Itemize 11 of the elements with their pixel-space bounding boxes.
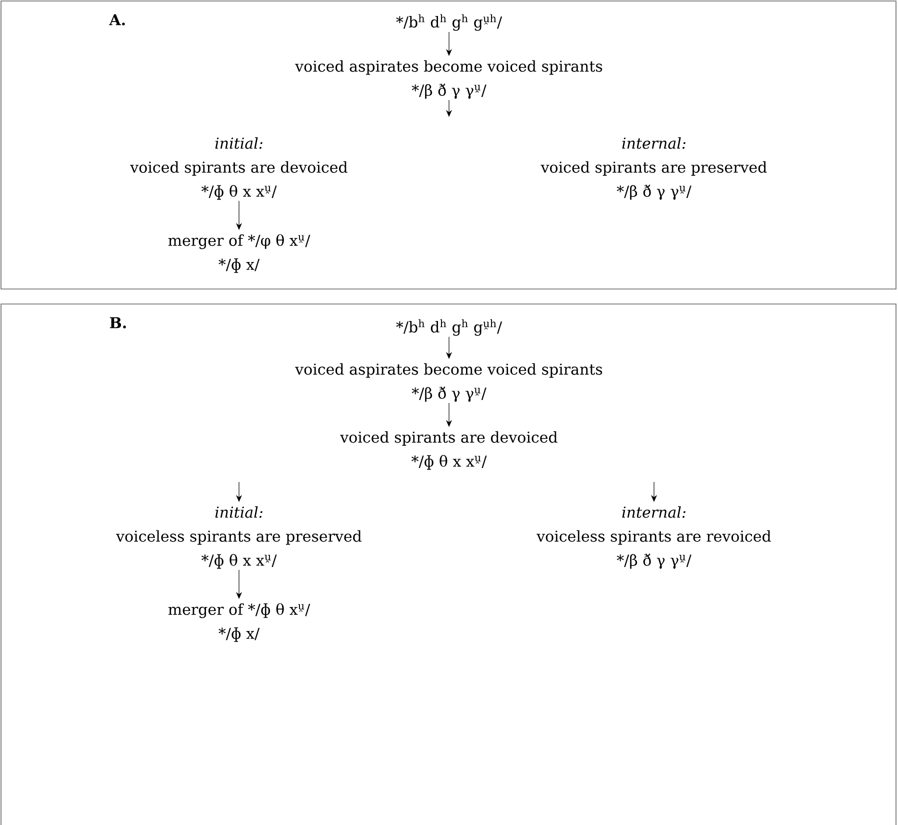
branch-text: internal: voiceless spirants are revoiced */β ð̌ γ γ$^{u̯}$/ [536, 506, 771, 569]
branch-text: initial: voiced spirants are devoiced */ɸ θ x x$^{u̯}$/ [130, 137, 348, 200]
sound-change-text: voiced aspirates become voiced spirants */β ð̌ γ γ$^{u̯}$/ [295, 363, 602, 402]
sound-change-text: merger of */φ θ x$^{u̯}$/ */ɸ x/ [168, 234, 310, 273]
branch-text: internal: voiced spirants are preserved */β ð̌ γ γ$^{u̯}$/ [540, 137, 767, 200]
sound-change-text: voiced aspirates become voiced spirants */β ð̌ γ γ$^{u̯}$/ [295, 60, 602, 99]
branch-text: initial: voiceless spirants are preserved */ɸ θ x x$^{u̯}$/ [116, 506, 362, 569]
sound-change-text: voiced spirants are devoiced */ɸ θ x x$^{u̯}$/ [340, 431, 558, 470]
phoneme-formula: */b$^{h}$ d$^{h}$ g$^{h}$ g$^{u̯h}$/ [396, 14, 502, 31]
phoneme-formula: */b$^{h}$ d$^{h}$ g$^{h}$ g$^{u̯h}$/ [396, 319, 502, 336]
sound-change-text: merger of */ɸ θ x$^{u̯}$/ */ɸ x/ [168, 603, 310, 642]
